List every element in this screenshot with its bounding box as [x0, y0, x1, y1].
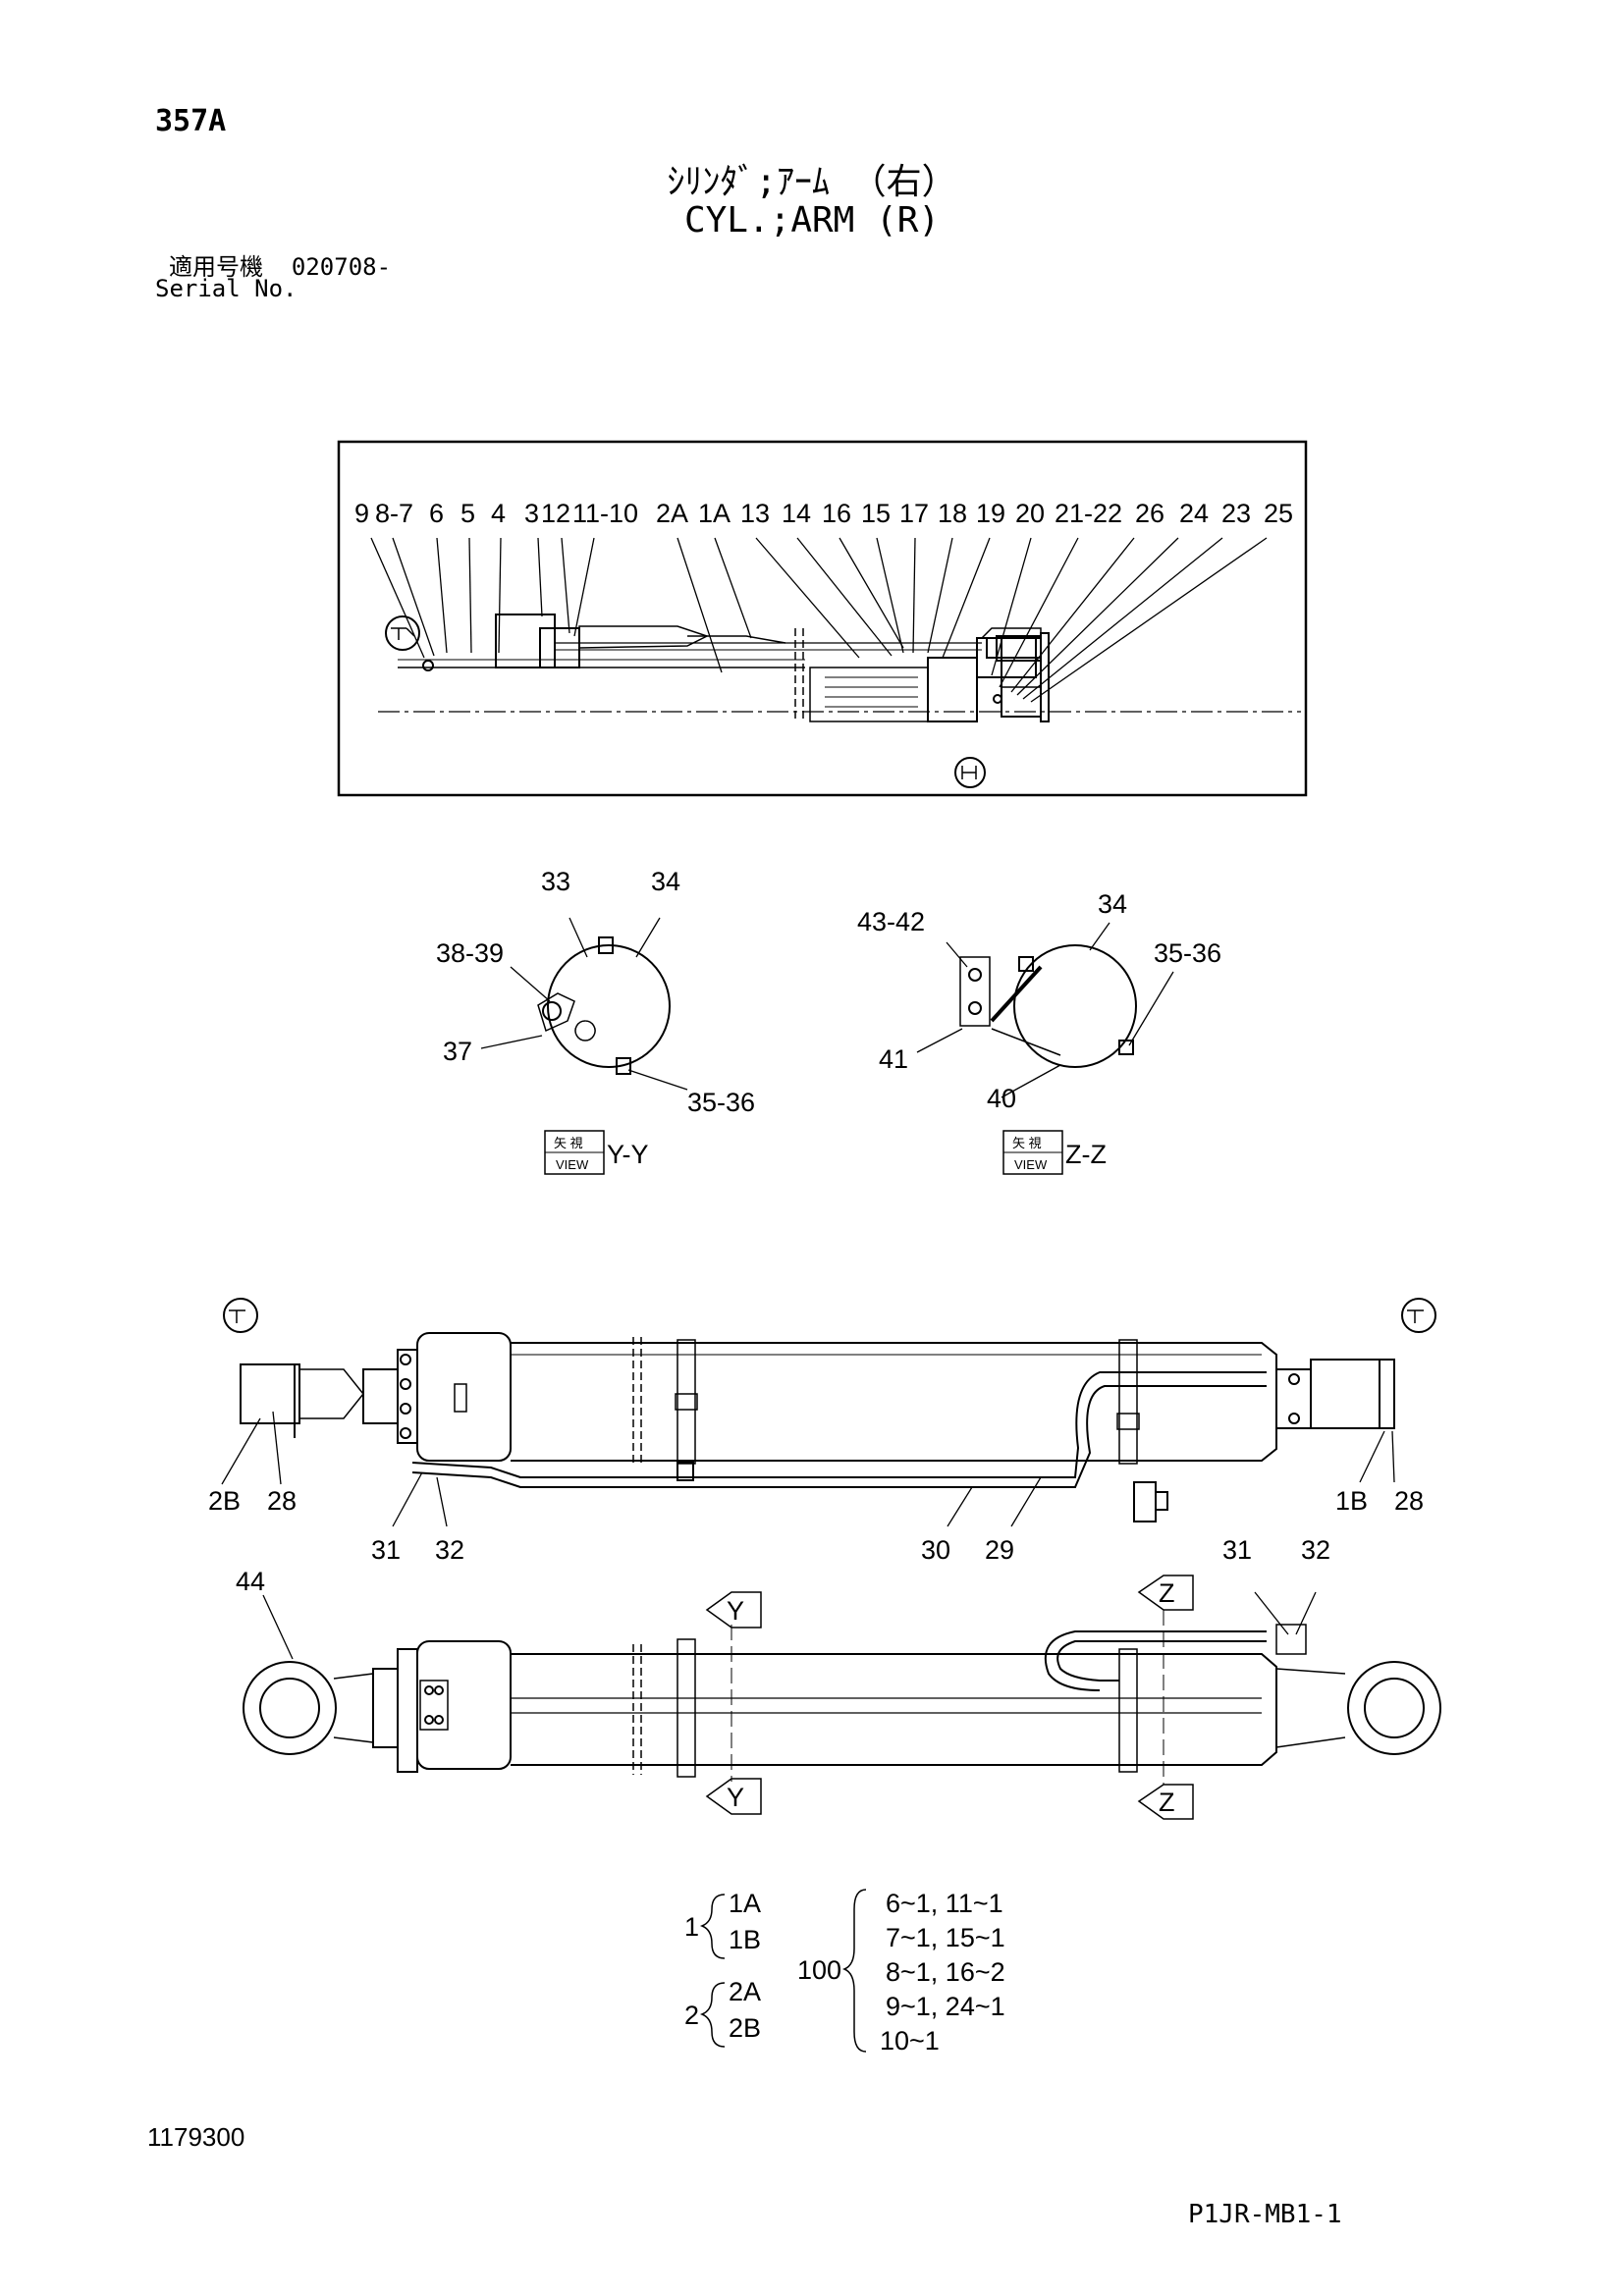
callout-18: 18	[938, 499, 967, 528]
view-tag-yy: 矢 視 VIEW Y-Y	[544, 1130, 649, 1175]
zz-tag-id: Z-Z	[1065, 1140, 1107, 1169]
kit1-item-1A: 1A	[729, 1889, 761, 1918]
kit1-item-1B: 1B	[729, 1925, 761, 1954]
zz-tag-jp: 矢 視	[1012, 1136, 1042, 1150]
top-label-44: 44	[236, 1567, 265, 1596]
callout-3: 3	[524, 499, 539, 528]
cylinder-side-view: 2B 28 31 32 30 29 1B 28	[208, 1298, 1436, 1565]
callout-1A: 1A	[698, 499, 731, 528]
yy-tag-en: VIEW	[556, 1157, 589, 1172]
callout-23: 23	[1221, 499, 1251, 528]
callout-5: 5	[460, 499, 475, 528]
callout-8-7: 8-7	[375, 499, 413, 528]
yy-label-33: 33	[541, 867, 570, 896]
serial-label-en: Serial No.	[155, 275, 298, 302]
kit-legend: 1 1A 1B 2 2A 2B 100 6~1, 11~1 7~1, 15~1 …	[684, 1889, 1005, 2056]
zz-label-41: 41	[879, 1044, 908, 1074]
side-label-30: 30	[921, 1535, 950, 1565]
callout-6: 6	[429, 499, 444, 528]
kit100-row-2: 7~1, 15~1	[886, 1923, 1005, 1952]
arrow-label-z-bottom: Z	[1159, 1788, 1175, 1817]
callout-15: 15	[861, 499, 891, 528]
kit1-number: 1	[684, 1912, 699, 1942]
kit100-row-1: 6~1, 11~1	[886, 1889, 1003, 1918]
side-label-31: 31	[371, 1535, 401, 1565]
detail-section-view: 9 8-7 6 5 4 3 12 11-10 2A 1A 13 14 16 15…	[337, 440, 1308, 797]
zz-label-43-42: 43-42	[857, 907, 925, 936]
zz-label-40: 40	[987, 1084, 1016, 1113]
serial-label-jp: 適用号機	[169, 253, 263, 281]
view-tag-zz: 矢 視 VIEW Z-Z	[1002, 1130, 1107, 1175]
yy-tag-id: Y-Y	[607, 1140, 649, 1169]
callout-17: 17	[899, 499, 929, 528]
yy-label-35-36: 35-36	[687, 1088, 755, 1117]
kit2-number: 2	[684, 2001, 699, 2030]
callout-24: 24	[1179, 499, 1209, 528]
arrow-label-y-top: Y	[727, 1596, 744, 1626]
callout-13: 13	[740, 499, 770, 528]
side-label-32: 32	[435, 1535, 464, 1565]
callout-26: 26	[1135, 499, 1164, 528]
callout-4: 4	[491, 499, 506, 528]
zz-label-35-36: 35-36	[1154, 938, 1221, 968]
top-label-32: 32	[1301, 1535, 1330, 1565]
kit100-row-5: 10~1	[880, 2026, 940, 2056]
title-english: CYL.;ARM (R)	[683, 200, 941, 240]
yy-tag-jp: 矢 視	[554, 1136, 583, 1150]
sheet-code: P1JR-MB1-1	[1188, 2200, 1342, 2229]
view-zz: 43-42 34 35-36 41 40 矢 視 VIEW Z-Z	[857, 889, 1221, 1175]
top-label-31: 31	[1222, 1535, 1252, 1565]
zz-label-34: 34	[1098, 889, 1127, 919]
document-number: 1179300	[147, 2122, 245, 2152]
callout-19: 19	[976, 499, 1005, 528]
arrow-label-z-top: Z	[1159, 1578, 1175, 1608]
callout-14: 14	[782, 499, 811, 528]
kit2-item-2B: 2B	[729, 2013, 761, 2043]
yy-label-34: 34	[651, 867, 680, 896]
side-label-28b: 28	[1394, 1486, 1424, 1516]
kit2-item-2A: 2A	[729, 1977, 761, 2006]
callout-11-10: 11-10	[572, 499, 638, 528]
cylinder-top-view: 44 31 32 Y Y Z Z	[236, 1535, 1441, 1820]
callout-16: 16	[822, 499, 851, 528]
side-label-1B: 1B	[1335, 1486, 1368, 1516]
arrow-label-y-bottom: Y	[727, 1783, 744, 1812]
callout-21-22: 21-22	[1055, 499, 1122, 528]
yy-label-37: 37	[443, 1037, 472, 1066]
kit100-row-3: 8~1, 16~2	[886, 1957, 1005, 1987]
callout-9: 9	[354, 499, 369, 528]
yy-label-38-39: 38-39	[436, 938, 504, 968]
callout-20: 20	[1015, 499, 1045, 528]
view-yy: 33 34 38-39 37 35-36 矢 視 VIEW Y-Y	[436, 867, 755, 1175]
serial-value: 020708-	[291, 253, 392, 281]
page-code: 357A	[155, 104, 227, 138]
callout-25: 25	[1264, 499, 1293, 528]
side-label-2B: 2B	[208, 1486, 241, 1516]
title-japanese: ｼﾘﾝﾀﾞ;ｱｰﾑ （右）	[667, 162, 957, 202]
side-label-28: 28	[267, 1486, 297, 1516]
side-label-29: 29	[985, 1535, 1014, 1565]
kit100-number: 100	[797, 1955, 841, 1985]
serial-row-jp: 適用号機 020708-	[169, 247, 391, 282]
callout-12: 12	[541, 499, 570, 528]
zz-tag-en: VIEW	[1014, 1157, 1048, 1172]
callout-2A: 2A	[656, 499, 688, 528]
kit100-row-4: 9~1, 24~1	[886, 1992, 1005, 2021]
